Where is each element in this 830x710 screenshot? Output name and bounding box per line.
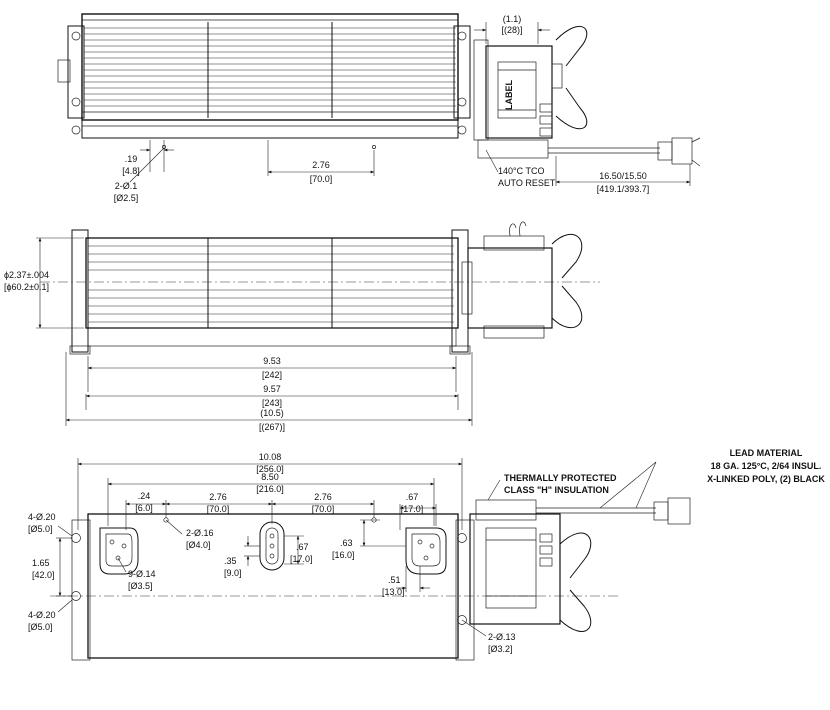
dim-953-mm: [242]	[262, 370, 282, 380]
dim-276a-mm: [70.0]	[207, 504, 230, 514]
insulation-class-note: CLASS "H" INSULATION	[504, 485, 609, 495]
dim-tco-width: (1.1)	[503, 14, 522, 24]
dim-67: .67	[406, 492, 419, 502]
top-view: LABEL (1.1) [(28)] .19 [4.8] 2-Ø.1 [Ø2.5…	[57, 13, 701, 203]
dim-hole-offset-mm: [4.8]	[122, 166, 140, 176]
bottom-view: 10.08 [256.0] 8.50 [216.0] .24 [6.0] 2.7…	[28, 448, 825, 661]
dim-51: .51	[388, 575, 401, 585]
dim-165: 1.65	[32, 558, 50, 568]
dim-hole13: 2-Ø.13	[488, 632, 516, 642]
tco-note: 140°C TCO	[498, 166, 544, 176]
dim-hole-offset: .19	[125, 154, 138, 164]
front-view: ϕ2.37±.004 [ϕ60.2±0.1] 9.53 [242] 9.57 […	[4, 221, 600, 432]
dim-hole-pitch-mm: [70.0]	[310, 174, 333, 184]
dim-51-mm: [13.0]	[382, 587, 405, 597]
dim-hole-pitch: 2.76	[312, 160, 330, 170]
dim-1008-mm: [256.0]	[256, 464, 284, 474]
motor-label: LABEL	[504, 80, 514, 110]
dim-35: .35	[224, 556, 237, 566]
dim-overall-mm: [(267)]	[259, 422, 285, 432]
dim-953: 9.53	[263, 356, 281, 366]
dim-hole16-mm: [Ø4.0]	[186, 540, 211, 550]
dim-24: .24	[138, 491, 151, 501]
dim-165-mm: [42.0]	[32, 570, 55, 580]
dim-hole-dia-mm: [Ø2.5]	[114, 193, 139, 203]
dim-276a: 2.76	[209, 492, 227, 502]
dim-276b: 2.76	[314, 492, 332, 502]
dim-276b-mm: [70.0]	[312, 504, 335, 514]
dim-mount-holes-top: 4-Ø.20	[28, 512, 56, 522]
tco-note-reset: AUTO RESET	[498, 178, 556, 188]
dim-35-mm: [9.0]	[224, 568, 242, 578]
dim-850: 8.50	[261, 472, 279, 482]
lead-gauge-spec: 18 GA. 125°C, 2/64 INSUL.	[711, 461, 822, 471]
dim-tco-width-mm: [(28)]	[501, 25, 522, 35]
dim-lead-length-mm: [419.1/393.7]	[597, 184, 650, 194]
dim-mount-holes-bottom: 4-Ø.20	[28, 610, 56, 620]
dim-hole14-mm: [Ø3.5]	[128, 581, 153, 591]
thermal-protection-note: THERMALLY PROTECTED	[504, 473, 617, 483]
dim-lead-length: 16.50/15.50	[599, 171, 647, 181]
dim-63-mm: [16.0]	[332, 550, 355, 560]
impeller-fins	[84, 27, 456, 107]
dim-hole13-mm: [Ø3.2]	[488, 644, 513, 654]
dim-housing-diameter: ϕ2.37±.004	[4, 270, 49, 280]
dim-overall: (10.5)	[260, 408, 284, 418]
lead-material-title: LEAD MATERIAL	[730, 448, 803, 458]
dim-957: 9.57	[263, 384, 281, 394]
dim-mount-holes-bottom-mm: [Ø5.0]	[28, 622, 53, 632]
dim-hole16: 2-Ø.16	[186, 528, 214, 538]
dim-hole-dia: 2-Ø.1	[115, 181, 138, 191]
dim-mount-holes-top-mm: [Ø5.0]	[28, 524, 53, 534]
dim-housing-diameter-mm: [ϕ60.2±0.1]	[4, 282, 49, 292]
dim-850-mm: [216.0]	[256, 484, 284, 494]
dim-67-mm: [17.0]	[401, 504, 424, 514]
lead-insulation-spec: X-LINKED POLY, (2) BLACK	[707, 474, 825, 484]
dim-67b-mm: [17.0]	[290, 554, 313, 564]
dim-1008: 10.08	[259, 452, 282, 462]
dim-24-mm: [6.0]	[135, 503, 153, 513]
dim-957-mm: [243]	[262, 398, 282, 408]
dim-63: .63	[340, 538, 353, 548]
dim-67b: .67	[296, 542, 309, 552]
dim-hole14: 9-Ø.14	[128, 569, 156, 579]
